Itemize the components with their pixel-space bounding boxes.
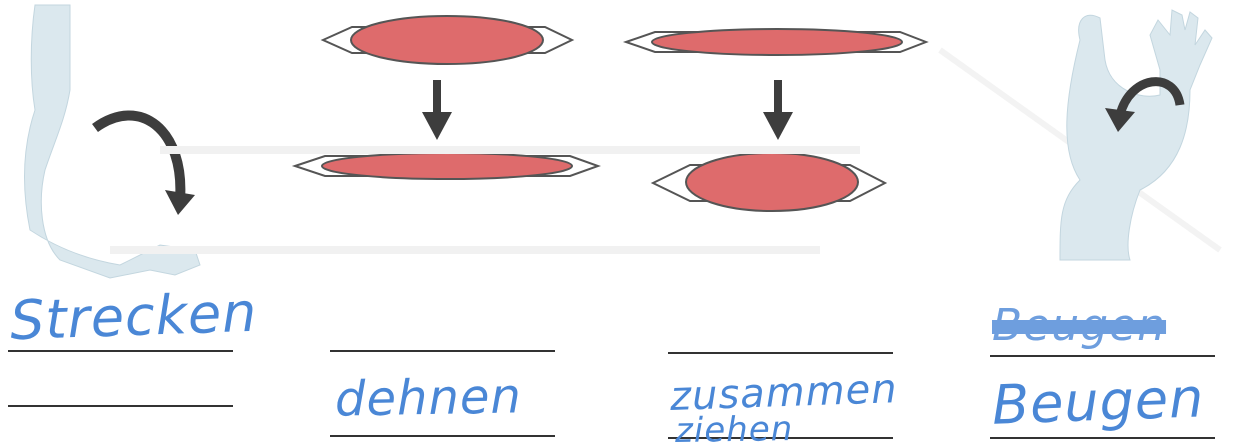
answer-ziehen: ziehen [674,408,794,443]
muscle-contract-group [622,28,929,212]
muscle-long [651,28,903,56]
answer-dehnen: dehnen [334,368,523,428]
rotation-arrow-up [1115,77,1185,117]
answer-beugen-crossed-out: Beugen [992,300,1167,351]
answer-line [990,437,1215,439]
figure-arm-extended [24,4,201,279]
muscle-stretched [321,152,573,180]
answer-line [668,352,893,354]
figure-arm-bent [1059,9,1213,261]
arrow-down-icon [763,112,793,140]
rotation-arrow-down [92,110,186,201]
answer-strecken: Strecken [8,280,259,353]
answer-line [668,437,893,439]
answer-line [990,355,1215,357]
answer-line [330,435,555,437]
answer-beugen: Beugen [990,366,1206,437]
answer-line [8,350,233,352]
arrow-down-icon [422,112,452,140]
answer-line [8,405,233,407]
muscle-contracted [685,152,859,212]
answer-line [330,350,555,352]
muscle-relaxed [350,15,544,65]
muscle-stretch-group [291,15,601,180]
